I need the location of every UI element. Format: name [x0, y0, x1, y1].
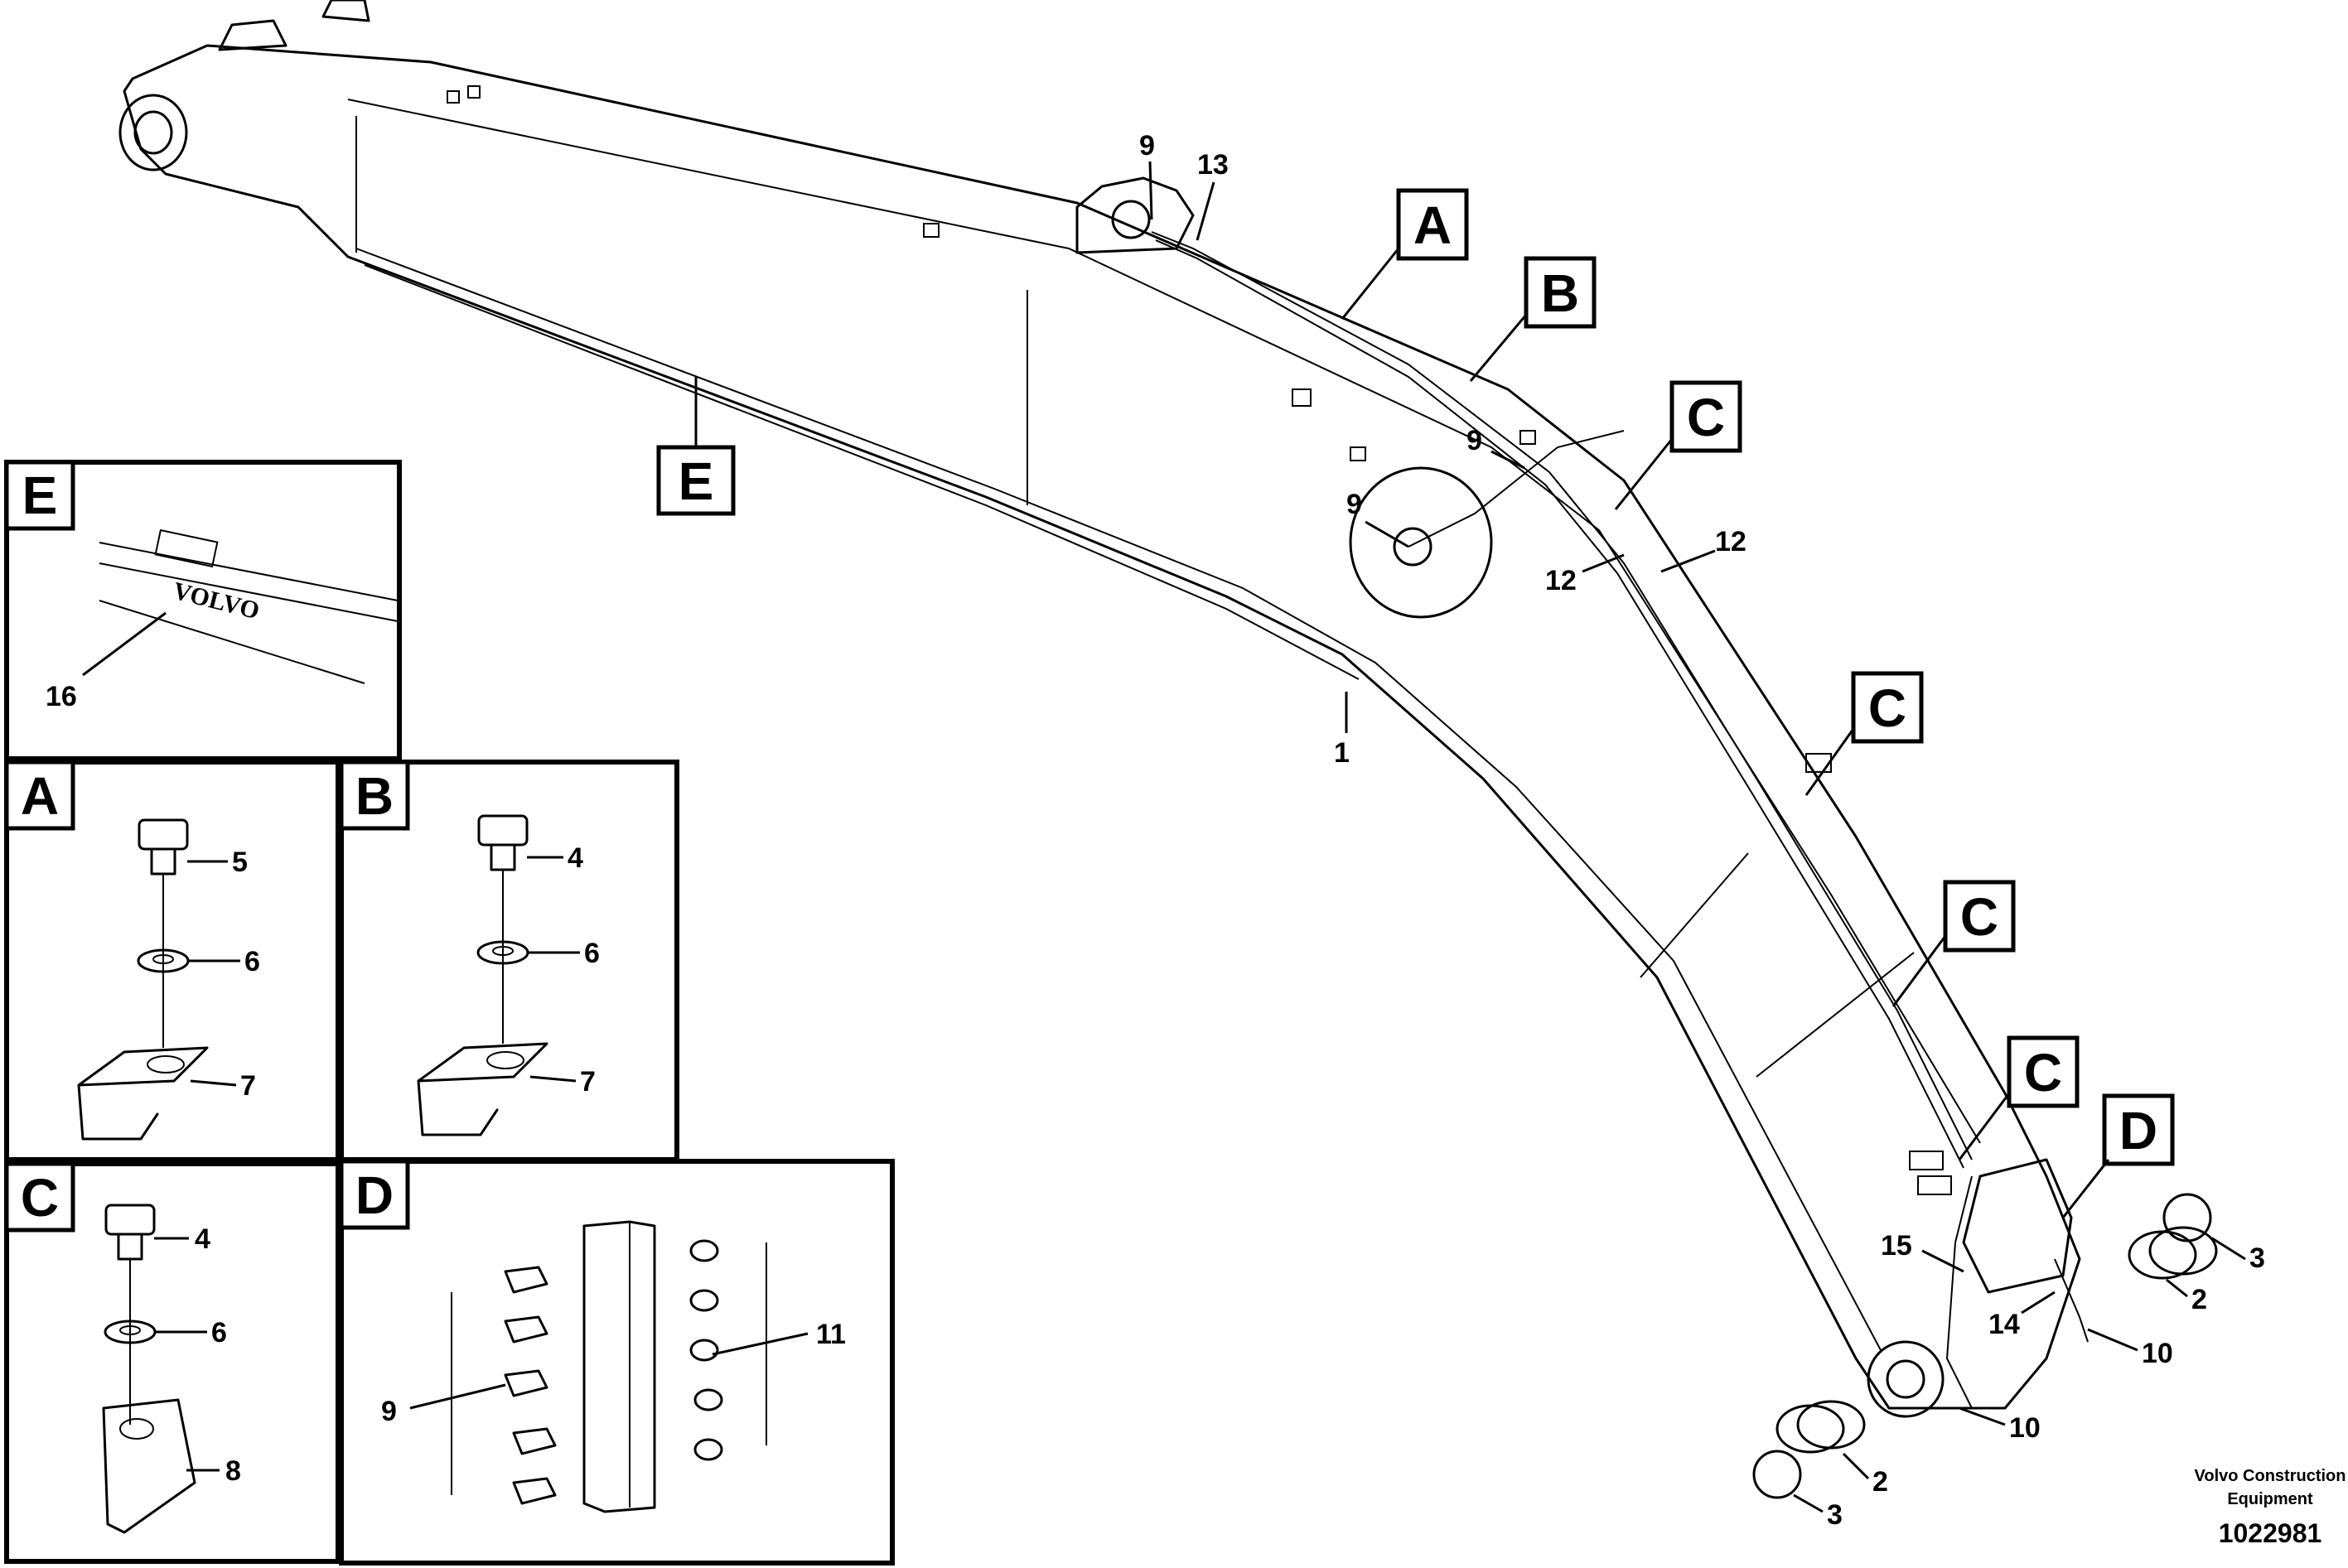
pn-9-d: 9	[381, 1396, 397, 1427]
svg-text:C: C	[1960, 887, 1998, 947]
svg-text:B: B	[1541, 263, 1579, 323]
tag-c-boom-3	[1943, 880, 2016, 953]
credit-line-1: Volvo Construction	[2195, 1467, 2346, 1485]
pn-5: 5	[232, 847, 248, 878]
svg-text:B: B	[355, 766, 394, 826]
pin-bushings	[1752, 1193, 2218, 1499]
pn-9-top: 9	[1139, 130, 1155, 162]
pn-7-a: 7	[240, 1070, 256, 1102]
pn-7-b: 7	[580, 1066, 596, 1098]
svg-text:C: C	[1687, 388, 1725, 447]
pn-15: 15	[1881, 1230, 1912, 1262]
tag-c-panel	[4, 1161, 75, 1233]
pn-3-right: 3	[2249, 1242, 2265, 1274]
pn-10-bottom: 10	[2009, 1412, 2041, 1444]
pn-11: 11	[816, 1319, 846, 1350]
pn-10-right: 10	[2142, 1338, 2173, 1369]
tag-a-boom	[1396, 188, 1469, 261]
tag-b-panel	[339, 760, 410, 831]
pn-12-right: 12	[1715, 526, 1747, 557]
tag-d-boom	[2102, 1093, 2175, 1166]
pn-3-bottom: 3	[1827, 1499, 1843, 1531]
svg-text:C: C	[2024, 1043, 2062, 1102]
callouts: E E A A B B C C C C C D	[4, 188, 2175, 1233]
pn-13: 13	[1197, 149, 1229, 181]
tag-d-panel	[339, 1159, 410, 1230]
svg-text:C: C	[21, 1168, 59, 1228]
pn-6-b: 6	[584, 938, 600, 969]
svg-text:E: E	[679, 451, 714, 511]
pn-16: 16	[46, 681, 77, 712]
tag-e-panel	[4, 460, 75, 531]
tag-c-boom-2	[1851, 671, 1924, 744]
pn-4-c: 4	[195, 1223, 210, 1255]
svg-text:D: D	[355, 1165, 394, 1225]
pn-9-mid: 9	[1466, 425, 1482, 456]
tag-c-boom-1	[1669, 380, 1742, 453]
pn-6-c: 6	[211, 1317, 227, 1348]
fittings-right	[689, 1239, 723, 1461]
part-numbers: 9 13 9 9 12 12 1 15 14 3 2 10 10 2 3 16 …	[46, 130, 2265, 1531]
fittings-left	[504, 1266, 557, 1505]
tag-a-panel	[4, 760, 75, 831]
tag-c-boom-4	[2007, 1035, 2080, 1108]
pn-12-left: 12	[1545, 565, 1577, 596]
figure-id: 1022981	[2219, 1518, 2322, 1548]
tag-b-boom	[1524, 256, 1597, 329]
svg-text:C: C	[1868, 678, 1906, 738]
boom-assembly	[118, 0, 2089, 1418]
figure-credit: Volvo Construction Equipment 1022981	[2195, 1467, 2346, 1548]
pn-9-pin: 9	[1346, 489, 1362, 520]
pn-6-a: 6	[244, 946, 260, 977]
svg-text:A: A	[1413, 195, 1452, 255]
detail-panel-d	[339, 1159, 895, 1566]
pn-4-b: 4	[568, 842, 583, 874]
svg-text:D: D	[2119, 1101, 2157, 1160]
pn-2-right: 2	[2191, 1284, 2207, 1315]
pn-1: 1	[1334, 737, 1350, 769]
pn-2-bottom: 2	[1872, 1466, 1888, 1498]
tag-e-boom	[656, 445, 736, 516]
credit-line-2: Equipment	[2227, 1490, 2313, 1508]
pn-8: 8	[225, 1455, 241, 1487]
pn-14: 14	[1988, 1309, 2020, 1340]
svg-text:E: E	[22, 466, 58, 525]
svg-text:A: A	[21, 766, 59, 826]
